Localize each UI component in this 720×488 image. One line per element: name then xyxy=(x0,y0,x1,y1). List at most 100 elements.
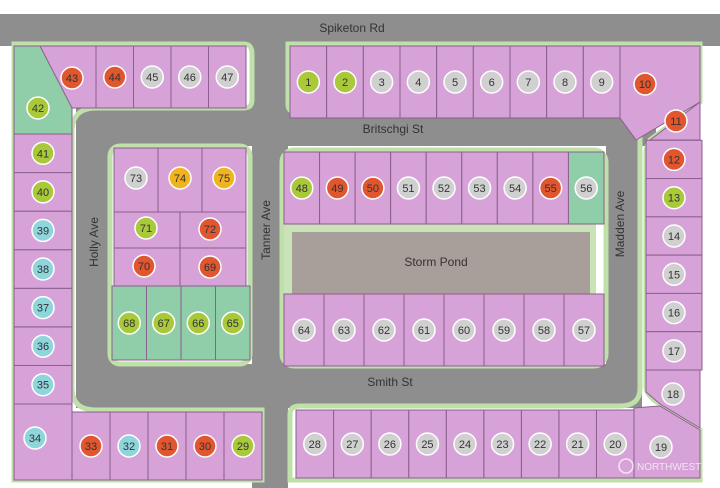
lot-marker-50[interactable]: 50 xyxy=(361,176,385,200)
lot-marker-19[interactable]: 19 xyxy=(649,435,673,459)
lot-marker-46[interactable]: 46 xyxy=(178,65,202,89)
lot-number-label: 8 xyxy=(562,77,568,89)
lot-marker-73[interactable]: 73 xyxy=(124,166,148,190)
lot-marker-25[interactable]: 25 xyxy=(415,432,440,456)
lot-marker-60[interactable]: 60 xyxy=(452,318,476,342)
lot-marker-9[interactable]: 9 xyxy=(589,70,614,94)
lot-marker-10[interactable]: 10 xyxy=(633,72,657,96)
lot-marker-54[interactable]: 54 xyxy=(503,176,527,200)
lot-marker-13[interactable]: 13 xyxy=(662,185,686,210)
lot-marker-66[interactable]: 66 xyxy=(186,311,210,335)
lot-marker-38[interactable]: 38 xyxy=(31,257,55,281)
lot-marker-8[interactable]: 8 xyxy=(553,70,577,94)
watermark: NORTHWEST xyxy=(618,458,701,474)
lot-number-label: 40 xyxy=(37,187,49,199)
lot-marker-68[interactable]: 68 xyxy=(117,311,141,335)
lot-marker-24[interactable]: 24 xyxy=(453,432,477,456)
lot-marker-59[interactable]: 59 xyxy=(492,318,516,342)
lot-marker-45[interactable]: 45 xyxy=(140,65,164,89)
lot-marker-51[interactable]: 51 xyxy=(396,176,421,200)
lot-marker-34[interactable]: 34 xyxy=(23,426,47,450)
lot-marker-33[interactable]: 33 xyxy=(79,434,103,458)
lot-status-badge xyxy=(662,339,686,363)
lot-marker-26[interactable]: 26 xyxy=(378,432,402,456)
lot-marker-12[interactable]: 12 xyxy=(662,147,686,172)
lot-number-label: 24 xyxy=(459,439,471,451)
lot-marker-21[interactable]: 21 xyxy=(565,432,590,456)
lot-marker-17[interactable]: 17 xyxy=(662,339,686,363)
lot-marker-22[interactable]: 22 xyxy=(528,432,552,456)
lot-parcel-31[interactable] xyxy=(147,411,187,481)
lot-marker-56[interactable]: 56 xyxy=(574,176,598,200)
lot-marker-36[interactable]: 36 xyxy=(31,334,55,358)
lot-status-badge xyxy=(340,432,365,456)
lot-marker-27[interactable]: 27 xyxy=(340,432,365,456)
lot-marker-7[interactable]: 7 xyxy=(516,70,541,94)
lot-marker-35[interactable]: 35 xyxy=(31,372,55,397)
lot-number-label: 3 xyxy=(379,77,385,89)
lot-status-badge xyxy=(662,185,686,210)
lot-marker-44[interactable]: 44 xyxy=(103,65,127,89)
lot-number-label: 44 xyxy=(109,72,121,84)
lot-marker-64[interactable]: 64 xyxy=(292,318,316,342)
lot-marker-65[interactable]: 65 xyxy=(221,311,245,335)
lot-marker-49[interactable]: 49 xyxy=(325,176,350,200)
lot-marker-55[interactable]: 55 xyxy=(538,176,563,200)
lot-marker-72[interactable]: 72 xyxy=(198,217,222,241)
lot-status-badge xyxy=(178,65,202,89)
lot-marker-42[interactable]: 42 xyxy=(26,96,50,120)
lot-marker-32[interactable]: 32 xyxy=(117,434,141,458)
lot-marker-4[interactable]: 4 xyxy=(406,70,431,94)
lot-marker-41[interactable]: 41 xyxy=(31,141,55,166)
lot-marker-18[interactable]: 18 xyxy=(661,382,685,406)
lot-marker-2[interactable]: 2 xyxy=(333,70,357,94)
lot-number-label: 49 xyxy=(331,183,343,195)
lot-marker-58[interactable]: 58 xyxy=(532,318,556,342)
lot-marker-16[interactable]: 16 xyxy=(662,300,686,325)
lot-marker-47[interactable]: 47 xyxy=(215,65,239,89)
lot-parcel-27[interactable] xyxy=(333,409,372,479)
lot-status-badge xyxy=(412,318,436,342)
lot-marker-69[interactable]: 69 xyxy=(198,255,222,279)
lot-marker-53[interactable]: 53 xyxy=(467,176,492,200)
lot-marker-6[interactable]: 6 xyxy=(479,70,504,94)
lot-marker-40[interactable]: 40 xyxy=(31,180,55,204)
lot-number-label: 68 xyxy=(123,318,135,330)
lot-marker-30[interactable]: 30 xyxy=(193,434,217,458)
lot-status-badge xyxy=(31,257,55,281)
lot-marker-74[interactable]: 74 xyxy=(168,166,192,190)
lot-marker-31[interactable]: 31 xyxy=(155,434,179,458)
lot-status-badge xyxy=(574,176,598,200)
lot-marker-20[interactable]: 20 xyxy=(603,432,627,456)
lot-marker-29[interactable]: 29 xyxy=(231,434,255,458)
lot-number-label: 50 xyxy=(367,183,379,195)
lot-marker-70[interactable]: 70 xyxy=(132,254,156,278)
road-label-smith: Smith St xyxy=(367,375,413,389)
lot-marker-39[interactable]: 39 xyxy=(31,218,55,243)
lot-marker-43[interactable]: 43 xyxy=(60,66,84,90)
lot-marker-71[interactable]: 71 xyxy=(134,216,158,240)
lot-number-label: 30 xyxy=(199,441,211,453)
lot-status-badge xyxy=(649,435,673,459)
lot-marker-37[interactable]: 37 xyxy=(31,295,55,320)
lot-marker-11[interactable]: 11 xyxy=(664,109,688,133)
lot-number-label: 33 xyxy=(85,441,97,453)
lot-marker-15[interactable]: 15 xyxy=(662,262,686,287)
lot-marker-14[interactable]: 14 xyxy=(662,224,686,248)
lot-marker-63[interactable]: 63 xyxy=(332,318,356,342)
lot-marker-48[interactable]: 48 xyxy=(290,176,314,200)
lot-status-badge xyxy=(406,70,431,94)
lot-marker-1[interactable]: 1 xyxy=(296,70,321,94)
lot-marker-75[interactable]: 75 xyxy=(212,166,236,190)
lot-marker-52[interactable]: 52 xyxy=(432,176,456,200)
lot-parcel-14[interactable] xyxy=(645,216,703,256)
road-label-madden: Madden Ave xyxy=(613,190,627,257)
lot-marker-61[interactable]: 61 xyxy=(412,318,436,342)
lot-marker-5[interactable]: 5 xyxy=(443,70,467,94)
lot-marker-57[interactable]: 57 xyxy=(572,318,596,342)
lot-marker-3[interactable]: 3 xyxy=(369,70,394,94)
lot-marker-67[interactable]: 67 xyxy=(152,311,176,335)
lot-marker-28[interactable]: 28 xyxy=(303,432,327,456)
lot-marker-62[interactable]: 62 xyxy=(372,318,396,342)
lot-marker-23[interactable]: 23 xyxy=(490,432,515,456)
